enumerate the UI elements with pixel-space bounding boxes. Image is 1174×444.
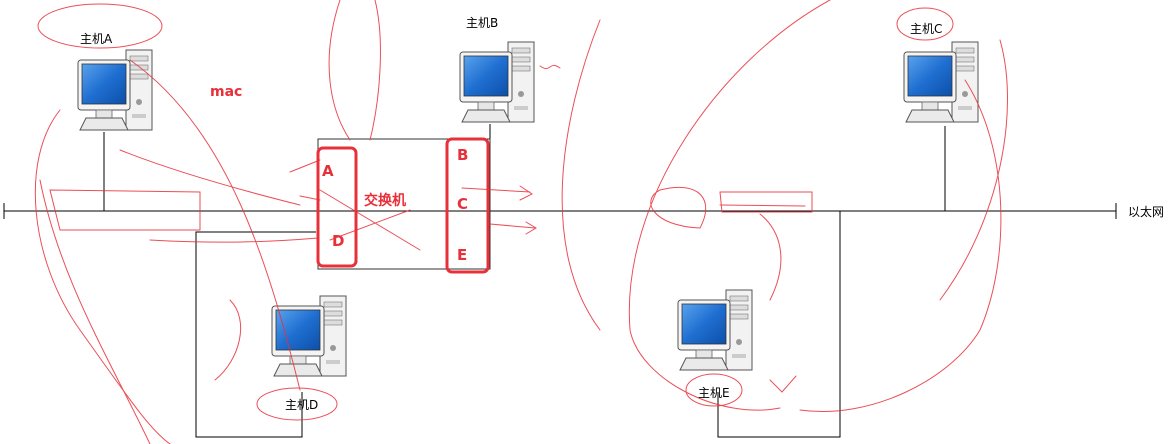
host-label-b: 主机B <box>466 16 499 30</box>
port-label-c: C <box>457 195 469 213</box>
mac-annotation: mac <box>210 84 243 100</box>
computer-icon-b <box>459 41 535 123</box>
computer-icon-a <box>77 49 153 131</box>
host-label-a: 主机A <box>80 32 113 46</box>
port-label-b: B <box>457 146 469 164</box>
switch-label: 交换机 <box>364 193 406 209</box>
computer-icon-d <box>271 295 347 377</box>
host-label-c: 主机C <box>910 22 943 36</box>
ethernet-line <box>3 124 1117 438</box>
port-group-left <box>316 146 358 268</box>
host-label-e: 主机E <box>698 386 730 400</box>
port-label-d: D <box>332 232 345 250</box>
port-group-right <box>445 137 490 274</box>
port-label-a: A <box>322 162 334 180</box>
network-label: 以太网 <box>1128 205 1165 219</box>
freehand-annotations <box>34 0 1008 444</box>
computer-icon-e <box>677 289 753 371</box>
computer-icon-c <box>903 41 979 123</box>
port-label-e: E <box>457 246 468 264</box>
host-label-d: 主机D <box>285 398 319 412</box>
